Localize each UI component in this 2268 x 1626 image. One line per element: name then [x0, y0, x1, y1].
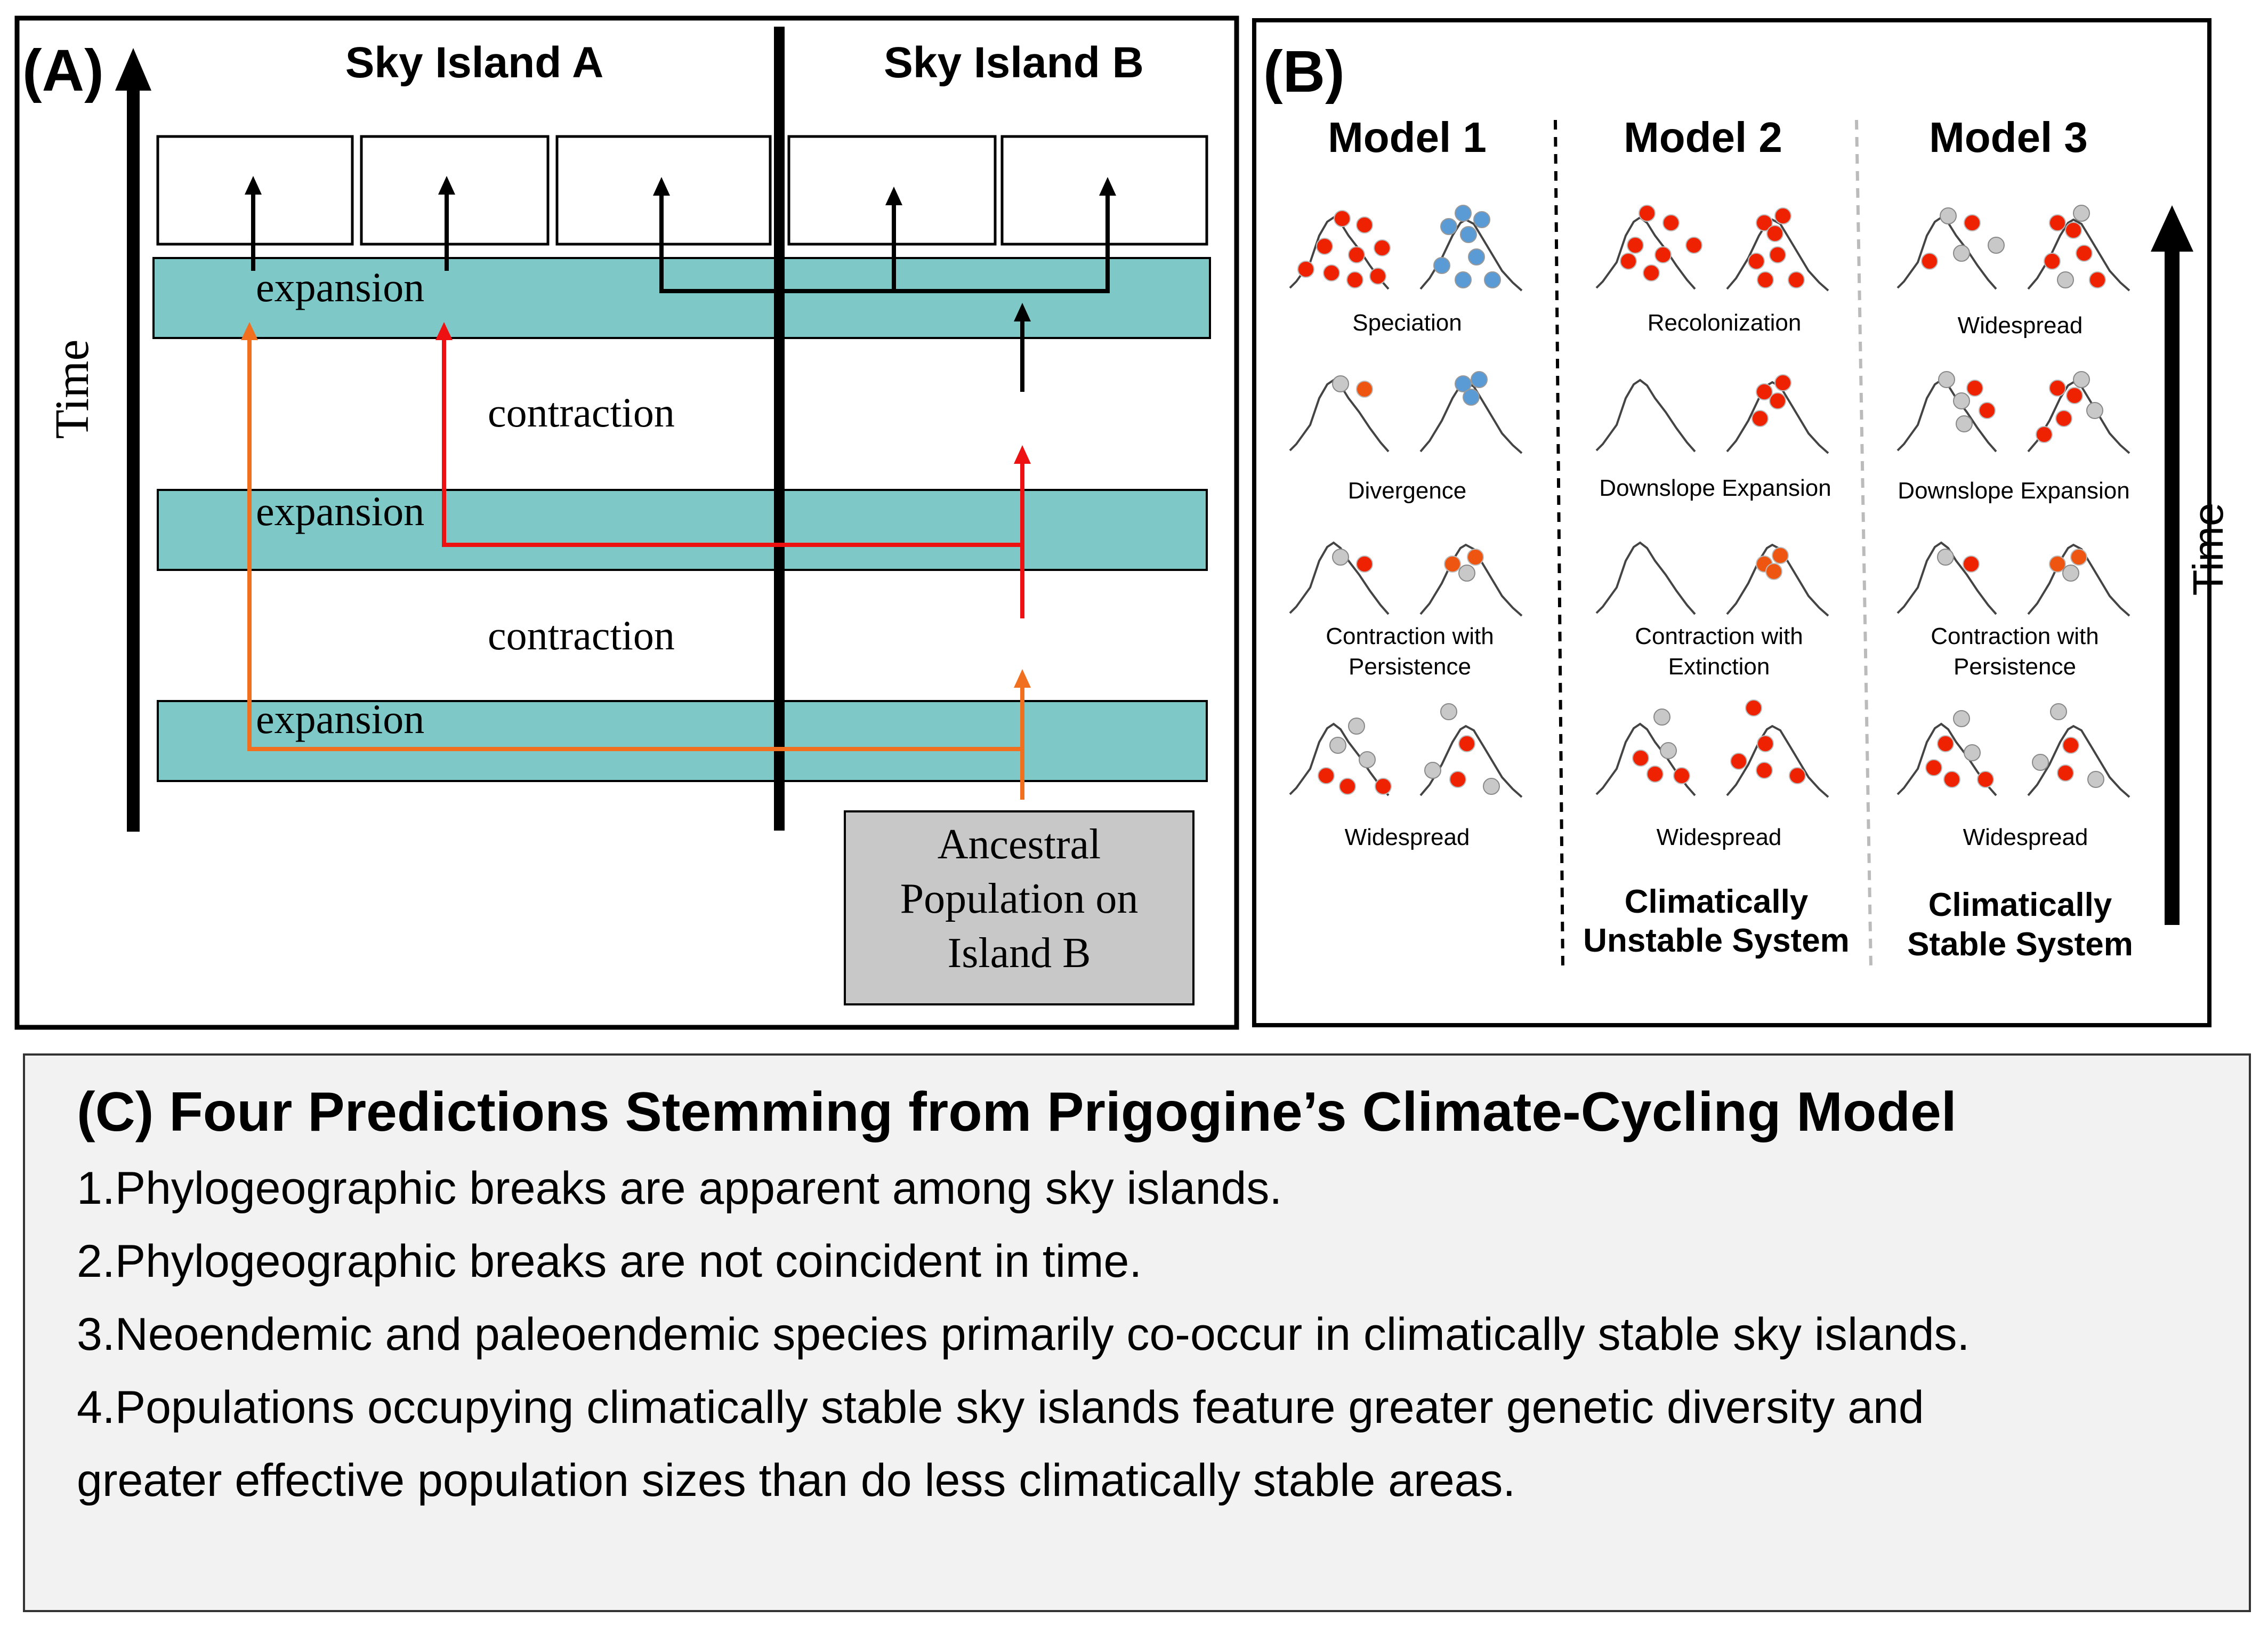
panel-b-time-arrowhead	[2151, 205, 2193, 252]
prediction-line: 4.Populations occupying climatically sta…	[77, 1381, 1924, 1433]
panel-b-frame	[1252, 18, 2211, 1027]
model-3-contraction-mountains	[1896, 542, 2130, 617]
orange-lineage-line	[247, 333, 1024, 800]
expansion-label: expansion	[256, 696, 424, 742]
panel-b: (B) Model 1 Model 2 Model 3 Speciation	[1252, 18, 2232, 1027]
panel-a-label: (A)	[22, 38, 104, 103]
time-axis-arrowhead	[115, 48, 151, 91]
model-1-stage-label: Widespread	[1345, 824, 1470, 850]
red-arrowhead	[1014, 445, 1031, 464]
model-2-stage-label: Recolonization	[1648, 310, 1802, 336]
prediction-line: 2.Phylogeographic breaks are not coincid…	[77, 1235, 1142, 1287]
contraction-label: contraction	[488, 612, 675, 658]
black-arrowhead	[885, 187, 902, 205]
contraction-label: contraction	[488, 389, 675, 436]
ancestral-label-line: Ancestral	[938, 821, 1101, 868]
model-2-title: Model 2	[1624, 114, 1782, 161]
model-1-stage-label: Divergence	[1348, 478, 1467, 504]
model-3-widespread-top-mountains	[1896, 205, 2130, 292]
panel-a-time-label: Time	[46, 340, 99, 439]
model-2-stage-label: Downslope Expansion	[1599, 475, 1831, 501]
sky-island-a-title: Sky Island A	[345, 38, 604, 87]
model-3-stage-label: Downslope Expansion	[1898, 478, 2129, 504]
expansion-band	[157, 489, 1208, 571]
model-2-stage-label: Contraction with	[1635, 623, 1803, 649]
model-2-footer: Unstable System	[1583, 922, 1850, 959]
prediction-line: 3.Neoendemic and paleoendemic species pr…	[77, 1308, 1970, 1360]
model-3-stage-label: Persistence	[1954, 654, 2076, 680]
black-arrowhead	[653, 177, 670, 196]
model-1-stage-label: Speciation	[1352, 310, 1462, 336]
panel-c: (C) Four Predictions Stemming from Prigo…	[23, 1053, 2251, 1612]
model-1-stage-label: Persistence	[1349, 654, 1471, 680]
model-3-stage-label: Contraction with	[1931, 623, 2098, 649]
orange-arrowhead	[241, 322, 258, 340]
model-3-stage-label: Widespread	[1963, 824, 2088, 850]
red-arrowhead	[435, 322, 453, 340]
model-2-contraction-mountains	[1595, 542, 1829, 617]
prediction-line: 1.Phylogeographic breaks are apparent am…	[77, 1162, 1282, 1214]
model-1-stage-label: Contraction with	[1326, 623, 1494, 649]
model-1-speciation-mountains	[1289, 205, 1523, 292]
prediction-line: greater effective population sizes than …	[77, 1454, 1516, 1506]
black-arrowhead	[1014, 303, 1031, 321]
model-1-title: Model 1	[1328, 114, 1487, 161]
panel-b-label: (B)	[1263, 39, 1345, 104]
model-divider-2	[1855, 119, 1872, 968]
ancestral-label-line: Population on	[900, 875, 1139, 922]
black-arrowhead	[1099, 177, 1116, 196]
model-1-widespread-mountains	[1289, 703, 1523, 798]
expansion-label: expansion	[256, 264, 424, 310]
black-lineage-branch	[659, 192, 1110, 293]
model-3-stage-label: Widespread	[1958, 312, 2083, 339]
sky-island-b-title: Sky Island B	[884, 38, 1144, 87]
black-arrowhead	[438, 176, 455, 195]
model-divider-1	[1554, 119, 1564, 968]
expansion-label: expansion	[256, 488, 424, 534]
expansion-band	[152, 257, 1211, 339]
ancestral-label-line: Island B	[948, 930, 1091, 977]
model-2-footer: Climatically	[1625, 883, 1809, 920]
model-3-footer: Stable System	[1907, 926, 2133, 963]
model-3-footer: Climatically	[1928, 887, 2112, 923]
model-3-title: Model 3	[1929, 114, 2088, 161]
orange-arrowhead	[1014, 669, 1031, 688]
model-2-stage-label: Widespread	[1657, 824, 1782, 850]
red-lineage-line	[442, 333, 1024, 618]
black-arrowhead	[245, 176, 262, 195]
model-2-recolonization-mountains	[1595, 205, 1829, 292]
panel-a: (A) Sky Island A Sky Island B Time	[14, 15, 1239, 1030]
panel-c-title: (C) Four Predictions Stemming from Prigo…	[77, 1081, 1957, 1143]
expansion-band	[157, 700, 1208, 782]
model-1-divergence-mountains	[1289, 371, 1523, 454]
model-3-widespread-bottom-mountains	[1896, 703, 2130, 798]
model-1-contraction-mountains	[1289, 542, 1523, 617]
model-2-stage-label: Extinction	[1668, 654, 1770, 680]
model-3-downslope-mountains	[1896, 371, 2130, 454]
ancestral-population-box	[844, 810, 1194, 1005]
model-2-downslope-mountains	[1595, 374, 1829, 454]
population-box	[360, 135, 550, 246]
panel-b-time-label: Time	[2184, 503, 2232, 596]
model-2-widespread-mountains	[1595, 699, 1829, 798]
